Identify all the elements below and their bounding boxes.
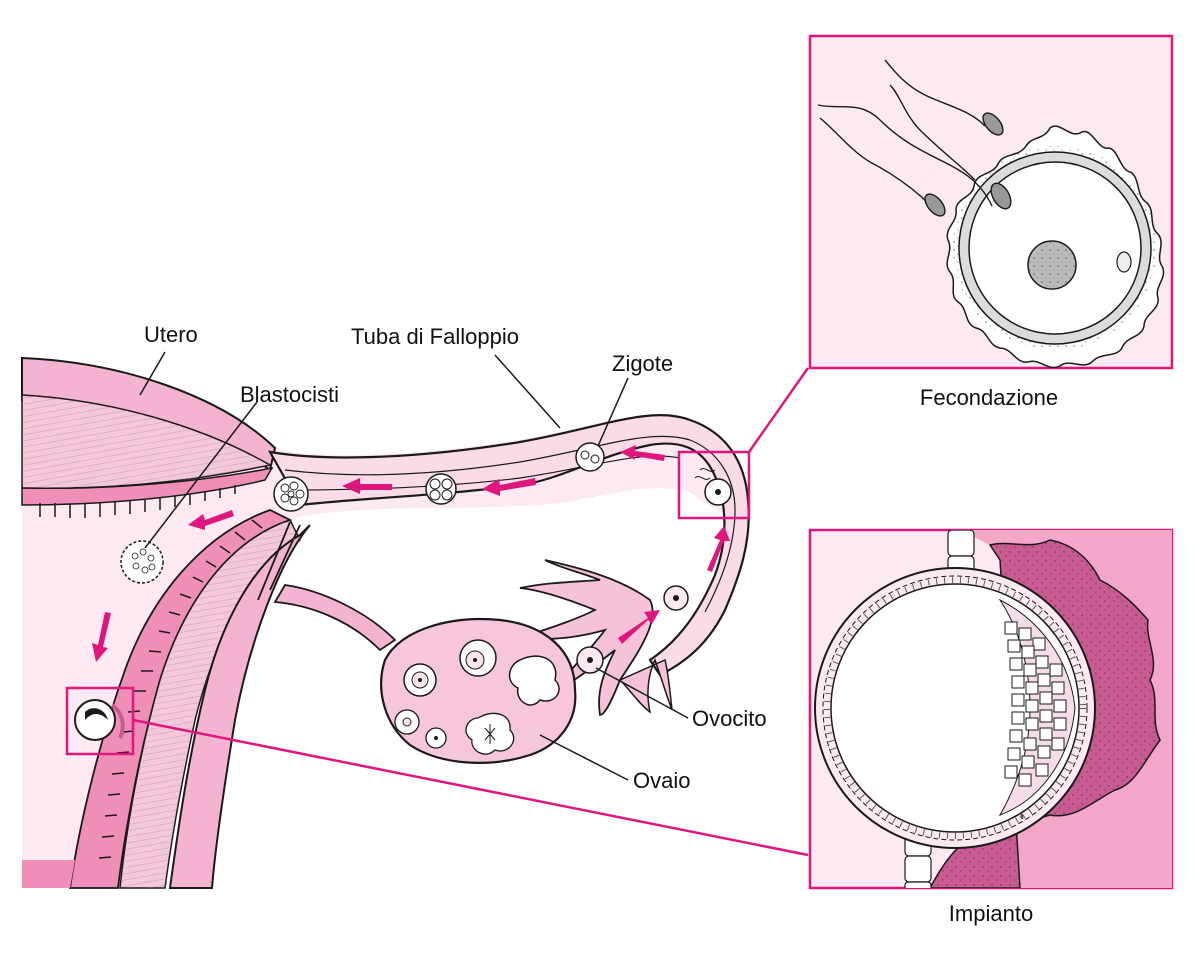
four-cell-embryo xyxy=(425,473,457,505)
ovary xyxy=(257,521,577,764)
fertilization-inset xyxy=(808,34,1174,370)
zygote-cell xyxy=(575,442,605,472)
highlight-boxes xyxy=(65,367,810,857)
morula-cell xyxy=(273,476,309,512)
label-blastocisti: Blastocisti xyxy=(240,382,340,407)
inner-cell-mass xyxy=(998,598,1076,816)
implantation-inset xyxy=(808,528,1174,890)
cells-path xyxy=(74,442,732,741)
implanted-embryo xyxy=(74,699,116,741)
caption-impianto: Impianto xyxy=(948,901,1034,926)
sperm-cells xyxy=(817,59,1012,217)
leader-lines xyxy=(139,351,689,781)
blastocyst-cell xyxy=(120,540,164,584)
caption-fecondazione: Fecondazione xyxy=(919,385,1059,410)
fertilization-highlight xyxy=(677,450,751,520)
label-utero: Utero xyxy=(144,322,198,347)
label-tuba-di-falloppio: Tuba di Falloppio xyxy=(351,324,519,349)
label-zigote: Zigote xyxy=(612,351,674,376)
direction-arrows xyxy=(92,445,730,662)
label-ovaio: Ovaio xyxy=(633,768,691,793)
label-ovocito: Ovocito xyxy=(692,706,767,731)
uterus-structure xyxy=(21,356,740,889)
